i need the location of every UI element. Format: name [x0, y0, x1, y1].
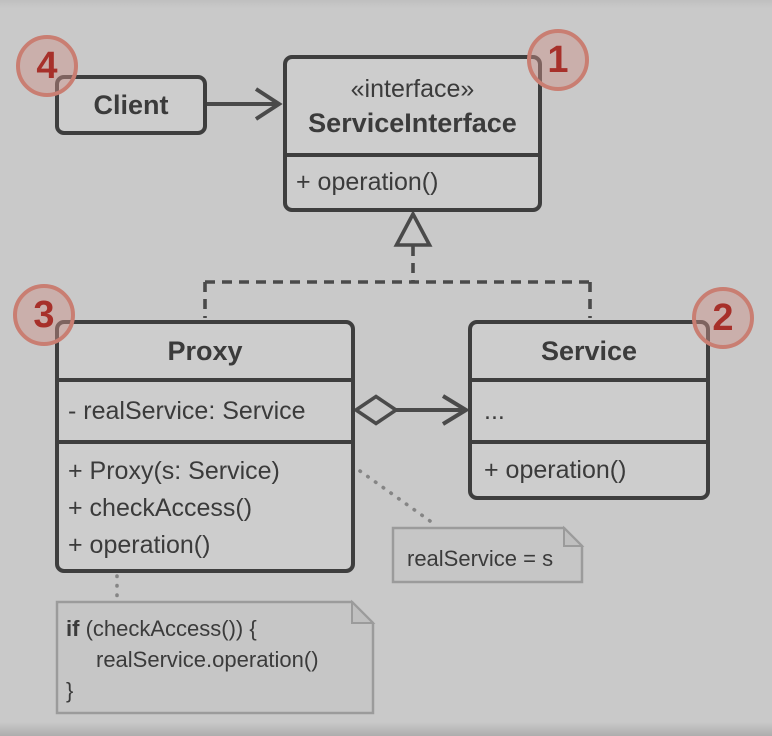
attributes-compartment: ...	[472, 378, 706, 440]
uml-class-client: Client	[55, 75, 207, 135]
uml-class-service: Service ... + operation()	[468, 320, 710, 500]
note-assignment-text: realService = s	[407, 546, 554, 571]
badge-1: 1	[527, 29, 589, 91]
attribute-row: ...	[484, 396, 505, 425]
badge-4: 4	[16, 35, 78, 97]
methods-compartment: + operation()	[287, 153, 538, 208]
note-assignment-shape	[391, 525, 585, 584]
stereotype-label: «interface»	[350, 74, 475, 103]
methods-compartment: + operation()	[472, 440, 706, 496]
code-line-3: }	[66, 678, 74, 703]
code-line-1: if (checkAccess()) {	[66, 616, 257, 641]
note-fold-icon	[563, 525, 585, 547]
note-code-text: if (checkAccess()) { realService.operati…	[66, 613, 319, 706]
uml-class-service-interface: «interface» ServiceInterface + operation…	[283, 55, 542, 212]
realization-lines	[203, 210, 592, 318]
generalization-triangle-icon	[393, 210, 433, 247]
uml-class-proxy: Proxy - realService: Service + Proxy(s: …	[55, 320, 355, 573]
code-keyword-if: if	[66, 616, 80, 641]
note-code-shape	[55, 599, 376, 715]
association-arrow-client-interface	[207, 87, 283, 121]
method-row: + checkAccess()	[68, 494, 253, 522]
note-fold-icon	[351, 599, 376, 624]
open-arrowhead-icon	[254, 87, 283, 121]
open-arrowhead-icon	[441, 394, 470, 426]
method-row: + operation()	[68, 531, 211, 559]
method-row: + operation()	[296, 168, 439, 196]
aggregation-arrow-proxy-service	[352, 394, 470, 426]
note-connectors	[115, 469, 439, 601]
class-title-service-interface: ServiceInterface	[308, 107, 517, 138]
class-title-client: Client	[93, 89, 169, 120]
method-row: + operation()	[484, 455, 627, 484]
methods-compartment: + Proxy(s: Service) + checkAccess() + op…	[59, 440, 351, 569]
badge-3: 3	[13, 284, 75, 346]
class-title-service: Service	[540, 335, 638, 366]
code-line-2: realService.operation()	[96, 647, 319, 672]
attribute-row: - realService: Service	[68, 396, 306, 425]
aggregation-diamond-icon	[352, 394, 400, 426]
method-row: + Proxy(s: Service)	[68, 457, 280, 485]
badge-2: 2	[692, 287, 754, 349]
attributes-compartment: - realService: Service	[59, 378, 351, 440]
class-title-proxy: Proxy	[167, 335, 243, 366]
